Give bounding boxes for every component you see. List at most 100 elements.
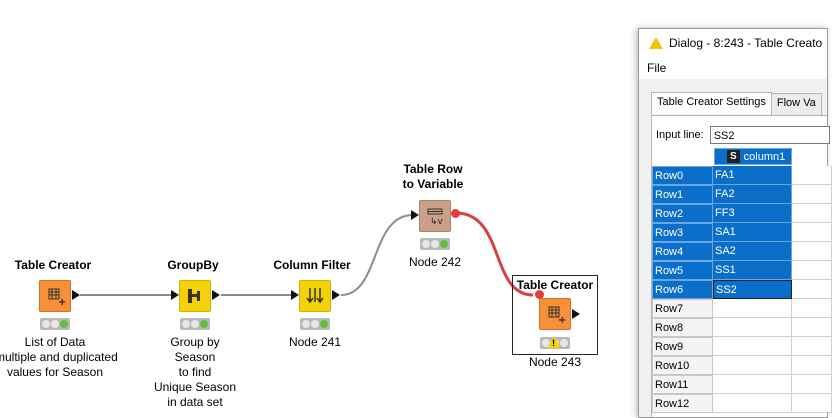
tab-bar: Table Creator Settings Flow Va — [651, 92, 822, 115]
connection-line[interactable] — [340, 214, 414, 296]
flow-variable-port[interactable] — [535, 290, 544, 299]
column-header-label: column1 — [743, 150, 786, 163]
node-caption[interactable]: Node 241 — [288, 335, 342, 349]
table-cell[interactable]: FA2 — [713, 185, 792, 204]
row-header[interactable]: Row3 — [652, 223, 713, 242]
table-cell[interactable] — [713, 299, 792, 318]
output-port[interactable] — [572, 309, 580, 319]
table-cell[interactable] — [713, 337, 792, 356]
table-cell[interactable]: SS1 — [713, 261, 792, 280]
svg-text:+: + — [558, 315, 566, 326]
row-header[interactable]: Row0 — [652, 166, 713, 185]
node-caption[interactable]: List of Data multiple and duplicated val… — [0, 335, 118, 379]
row-header[interactable]: Row9 — [652, 337, 713, 356]
row-header[interactable]: Row5 — [652, 261, 713, 280]
table-row-to-variable-icon[interactable]: ↳v — [419, 200, 451, 232]
node-caption[interactable]: Node 243 — [528, 355, 582, 369]
table-row[interactable]: Row7 — [652, 299, 832, 318]
row-header[interactable]: Row4 — [652, 242, 713, 261]
menu-file[interactable]: File — [647, 61, 667, 75]
empty-cell[interactable] — [792, 204, 832, 223]
table-row[interactable]: Row12 — [652, 394, 832, 413]
table-cell[interactable] — [713, 318, 792, 337]
node-status-lights — [420, 238, 450, 250]
input-line-row: Input line: SS2 — [656, 126, 830, 144]
node-title: Table Row to Variable — [402, 162, 464, 191]
empty-cell[interactable] — [792, 242, 832, 261]
row-header[interactable]: Row6 — [652, 280, 713, 299]
node-status-lights — [300, 318, 330, 330]
output-port[interactable] — [212, 290, 220, 300]
table-creator-icon[interactable]: + — [39, 280, 71, 312]
node-title: GroupBy — [167, 258, 219, 272]
input-line-field[interactable]: SS2 — [709, 126, 830, 144]
empty-cell[interactable] — [792, 318, 832, 337]
dialog-titlebar[interactable]: Dialog - 8:243 - Table Creato — [639, 29, 827, 57]
row-header[interactable]: Row11 — [652, 375, 713, 394]
empty-cell[interactable] — [792, 280, 832, 299]
groupby-icon[interactable] — [179, 280, 211, 312]
table-cell[interactable]: SA2 — [713, 242, 792, 261]
input-port[interactable] — [291, 290, 299, 300]
table-cell[interactable]: FF3 — [713, 204, 792, 223]
input-line-label: Input line: — [656, 129, 704, 141]
empty-cell[interactable] — [792, 356, 832, 375]
empty-cell[interactable] — [792, 223, 832, 242]
svg-text:↳v: ↳v — [430, 217, 444, 227]
node-title: Column Filter — [273, 258, 351, 272]
table-row[interactable]: Row10 — [652, 356, 832, 375]
input-port[interactable] — [411, 210, 419, 220]
input-port[interactable] — [171, 290, 179, 300]
empty-cell[interactable] — [792, 394, 832, 413]
table-row[interactable]: Row9 — [652, 337, 832, 356]
warning-exclamation: ! — [552, 338, 555, 348]
output-port[interactable] — [72, 290, 80, 300]
flow-variable-port[interactable] — [451, 209, 460, 218]
row-header[interactable]: Row10 — [652, 356, 713, 375]
empty-cell[interactable] — [792, 375, 832, 394]
node-title: Table Creator — [516, 278, 594, 292]
connections — [80, 211, 534, 297]
table-cell[interactable]: FA1 — [713, 166, 792, 185]
empty-cell[interactable] — [792, 261, 832, 280]
table-row[interactable]: Row8 — [652, 318, 832, 337]
table-row[interactable]: Row11 — [652, 375, 832, 394]
empty-cell[interactable] — [792, 299, 832, 318]
row-header[interactable]: Row12 — [652, 394, 713, 413]
column-filter-icon[interactable] — [299, 280, 331, 312]
output-port[interactable] — [332, 290, 340, 300]
row-header[interactable]: Row8 — [652, 318, 713, 337]
column-header[interactable]: S column1 — [714, 148, 792, 165]
row-header[interactable]: Row2 — [652, 204, 713, 223]
node-caption[interactable]: Group by Season to find Unique Season in… — [153, 335, 237, 409]
table-cell[interactable] — [713, 356, 792, 375]
table-cell[interactable]: SA1 — [713, 223, 792, 242]
workflow-canvas[interactable]: Table Creator + List of Data multiple an… — [0, 0, 640, 410]
table-cell[interactable] — [713, 394, 792, 413]
node-title: Table Creator — [14, 258, 92, 272]
empty-cell[interactable] — [792, 185, 832, 204]
warning-icon — [547, 336, 561, 348]
empty-cell[interactable] — [792, 337, 832, 356]
empty-cell[interactable] — [792, 166, 832, 185]
node-caption[interactable]: Node 242 — [408, 255, 462, 269]
tab-table-creator-settings[interactable]: Table Creator Settings — [651, 92, 772, 114]
table-cell[interactable]: SS2 — [713, 280, 792, 299]
table-creator-icon[interactable]: + — [539, 298, 571, 330]
table-creator-dialog[interactable]: Dialog - 8:243 - Table Creato File Table… — [638, 28, 832, 418]
row-header[interactable]: Row1 — [652, 185, 713, 204]
menu-bar: File — [639, 57, 827, 79]
row-header[interactable]: Row7 — [652, 299, 713, 318]
table-cell[interactable] — [713, 375, 792, 394]
dialog-title: Dialog - 8:243 - Table Creato — [669, 36, 823, 50]
flow-variable-connection[interactable] — [455, 211, 534, 297]
tab-flow-variables[interactable]: Flow Va — [770, 93, 822, 115]
